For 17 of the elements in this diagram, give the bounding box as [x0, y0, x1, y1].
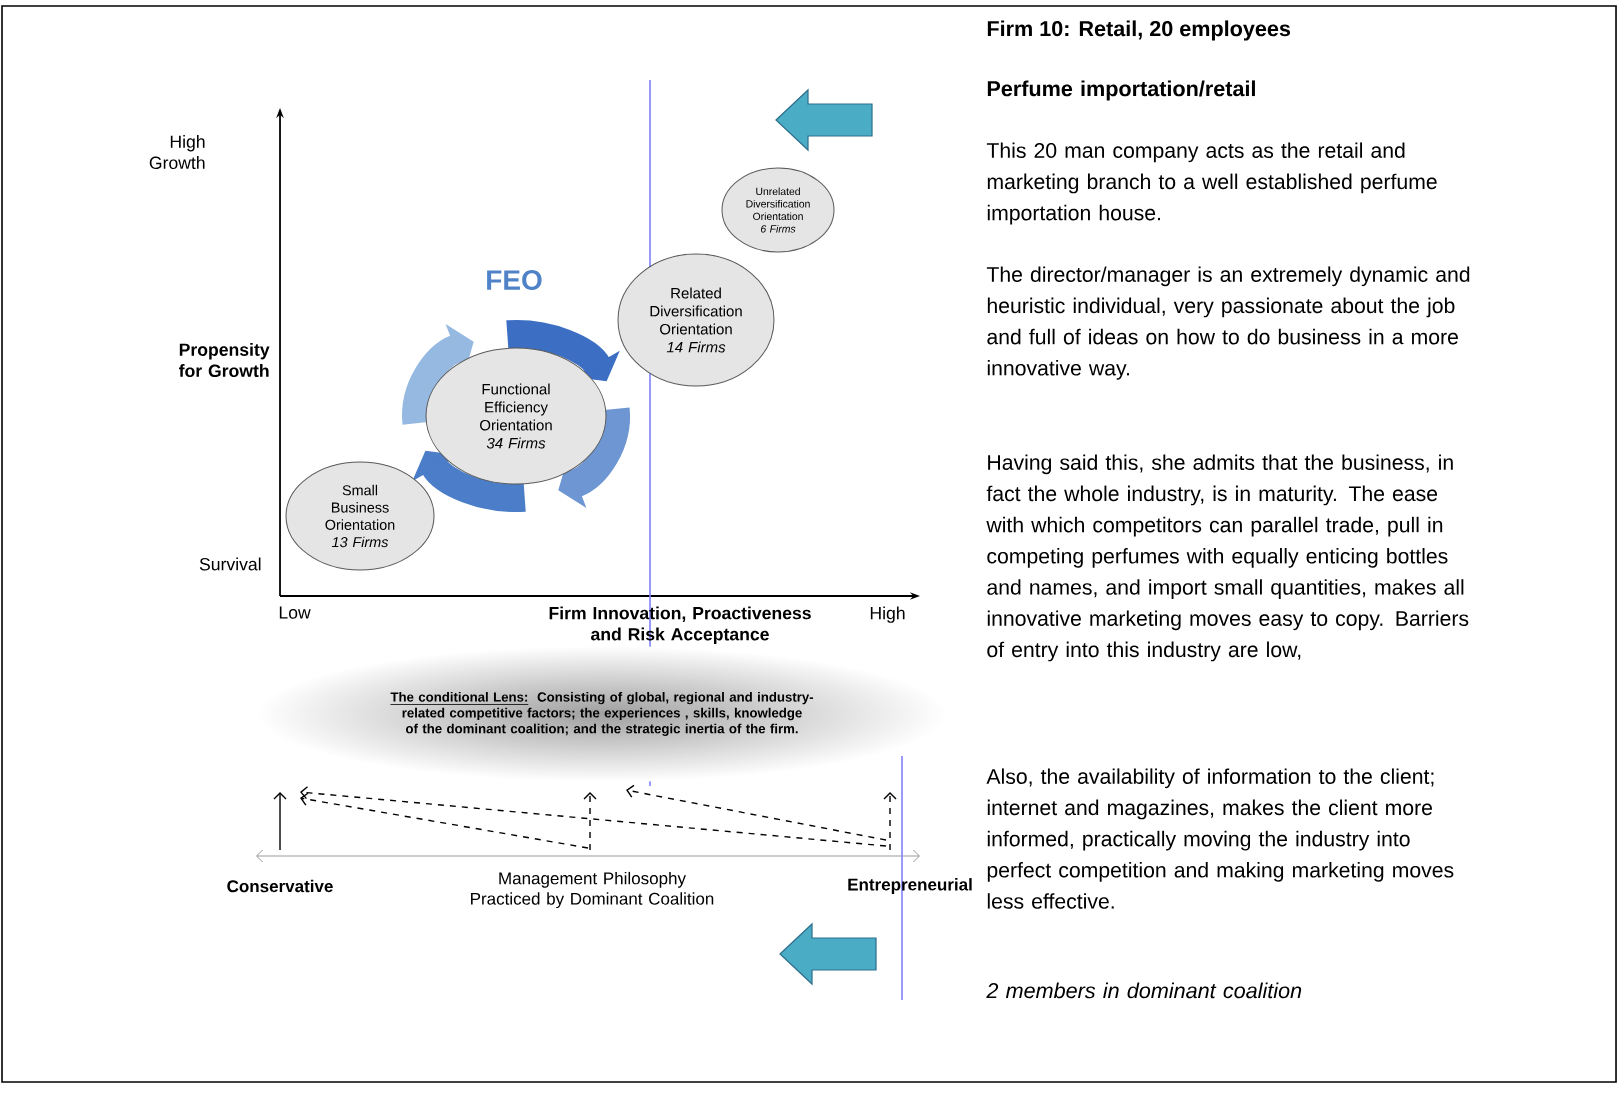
axis-title: Firm Innovation, Proactiveness and Risk Acceptance	[549, 606, 811, 644]
axis-label: Conservative	[227, 879, 333, 893]
axis-label: High	[870, 606, 905, 623]
axis-label: Low	[279, 606, 311, 619]
heading: Firm 10: Retail, 20 employees	[987, 20, 1291, 41]
axis-label: Survival	[199, 557, 261, 571]
axis-title: Management Philosophy Practiced by Dominant Coalition	[471, 871, 714, 909]
paragraph: This 20 man company acts as the retail and marketing branch to a well established perfume importation house.	[986, 142, 1437, 225]
subheading: Perfume importation/retail	[987, 80, 1255, 101]
paragraph: Having said this, she admits that the business, in fact the whole industry, is in maturity. The ease with which competitors can parallel trade, pull in competing perfumes with equally enticing bottles and names, and import small quantities, makes all innovative marketing moves easy to copy. Barriers of entry into this industry are low,	[986, 454, 1469, 662]
paragraph: 2 members in dominant coalition	[986, 982, 1302, 999]
axis-label: Entrepreneurial	[848, 878, 972, 894]
axis-title: Propensity for Growth	[179, 342, 270, 377]
axis-label: High Growth	[149, 134, 205, 169]
paragraph: The director/manager is an extremely dynamic and heuristic individual, very passionate about the job and full of ideas on how to do business in a more innovative way.	[986, 266, 1470, 380]
paragraph: Also, the availability of information to the client; internet and magazines, makes the client more informed, practically moving the industry into perfect competition and making marketing moves less effective.	[986, 768, 1454, 909]
ring-label: FEO	[487, 270, 542, 290]
